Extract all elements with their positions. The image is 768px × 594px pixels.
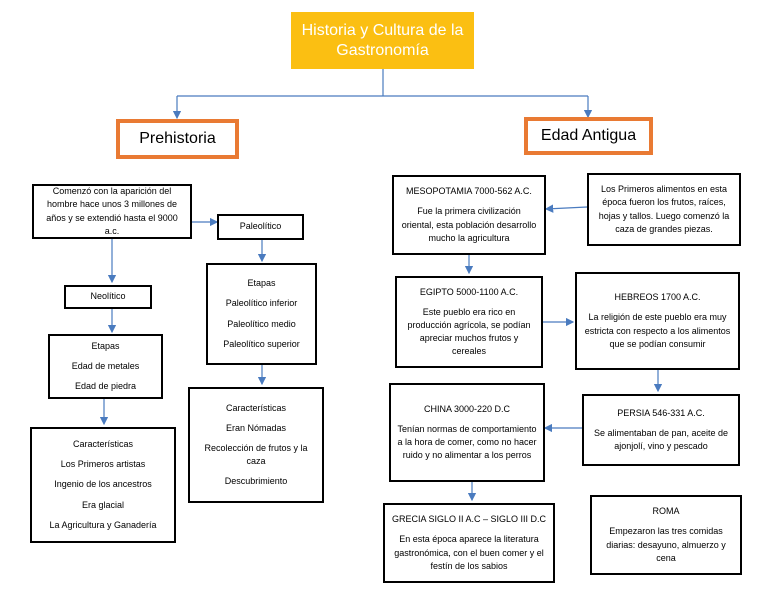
era-edad-antigua: Edad Antigua	[524, 117, 653, 155]
paleolitico-caracteristica-item: Recolección de frutos y la caza	[204, 442, 308, 467]
prehistoria-intro-box: Comenzó con la aparición del hombre hace…	[32, 184, 192, 239]
egipto-title: EGIPTO 5000-1100 A.C.	[419, 286, 519, 297]
neolitico-caracteristicas-box: Características Los Primeros artistas In…	[30, 427, 176, 543]
china-box: CHINA 3000-220 D.C Tenían normas de comp…	[389, 383, 545, 482]
roma-box: ROMA Empezaron las tres comidas diarias:…	[590, 495, 742, 575]
mesopotamia-text: Fue la primera civilización oriental, es…	[401, 206, 537, 243]
neolitico-caracteristica-item: La Agricultura y Ganadería	[49, 519, 157, 530]
neolitico-etapa-item: Edad de piedra	[74, 381, 137, 392]
neolitico-label: Neolítico	[90, 291, 126, 302]
neolitico-box: Neolítico	[64, 285, 152, 309]
era-prehistoria: Prehistoria	[116, 119, 239, 159]
paleolitico-caracteristicas-box: Características Eran Nómadas Recolección…	[188, 387, 324, 503]
arrow-intro-to-mesopotamia	[544, 204, 588, 213]
china-title: CHINA 3000-220 D.C	[423, 403, 511, 414]
diagram-title: Historia y Cultura de la Gastronomía	[291, 12, 474, 69]
neolitico-caracteristica-item: Era glacial	[81, 499, 125, 510]
egipto-box: EGIPTO 5000-1100 A.C. Este pueblo era ri…	[395, 276, 543, 368]
neolitico-caracteristica-item: Ingenio de los ancestros	[54, 479, 152, 490]
neolitico-etapas-box: Etapas Edad de metales Edad de piedra	[48, 334, 163, 399]
hebreos-text: La religión de este pueblo era muy estri…	[584, 312, 731, 349]
roma-text: Empezaron las tres comidas diarias: desa…	[606, 526, 726, 563]
paleolitico-caracteristica-item: Eran Nómadas	[225, 422, 287, 433]
egipto-text: Este pueblo era rico en producción agríc…	[407, 306, 531, 357]
persia-box: PERSIA 546-331 A.C. Se alimentaban de pa…	[582, 394, 740, 466]
prehistoria-intro-text: Comenzó con la aparición del hombre hace…	[46, 186, 178, 236]
roma-title: ROMA	[652, 506, 680, 517]
mesopotamia-box: MESOPOTAMIA 7000-562 A.C. Fue la primera…	[392, 175, 546, 255]
neolitico-etapas-heading: Etapas	[91, 340, 120, 351]
paleolitico-etapa-item: Paleolítico inferior	[225, 298, 298, 309]
grecia-text: En esta época aparece la literatura gast…	[394, 534, 544, 571]
paleolitico-caracteristicas-heading: Características	[225, 402, 287, 413]
mesopotamia-title: MESOPOTAMIA 7000-562 A.C.	[406, 186, 532, 197]
neolitico-etapa-item: Edad de metales	[71, 360, 140, 371]
neolitico-caracteristicas-heading: Características	[72, 439, 134, 450]
edad-antigua-intro-text: Los Primeros alimentos en esta época fue…	[598, 184, 730, 234]
paleolitico-etapa-item: Paleolítico superior	[223, 338, 300, 349]
paleolitico-label: Paleolítico	[239, 221, 282, 232]
paleolitico-box: Paleolítico	[217, 214, 304, 240]
paleolitico-caracteristica-item: Descubrimiento	[224, 476, 288, 487]
china-text: Tenían normas de comportamiento a la hor…	[397, 423, 537, 461]
persia-text: Se alimentaban de pan, aceite de ajonjol…	[593, 427, 729, 452]
grecia-box: GRECIA SIGLO II A.C – SIGLO III D.C En e…	[383, 503, 555, 583]
hebreos-title: HEBREOS 1700 A.C.	[614, 292, 701, 303]
hebreos-box: HEBREOS 1700 A.C. La religión de este pu…	[575, 272, 740, 370]
paleolitico-etapa-item: Paleolítico medio	[227, 318, 296, 329]
paleolitico-etapas-heading: Etapas	[247, 278, 276, 289]
edad-antigua-intro-box: Los Primeros alimentos en esta época fue…	[587, 173, 741, 246]
neolitico-caracteristica-item: Los Primeros artistas	[60, 459, 146, 470]
persia-title: PERSIA 546-331 A.C.	[617, 407, 705, 418]
grecia-title: GRECIA SIGLO II A.C – SIGLO III D.C	[391, 514, 547, 525]
paleolitico-etapas-box: Etapas Paleolítico inferior Paleolítico …	[206, 263, 317, 365]
